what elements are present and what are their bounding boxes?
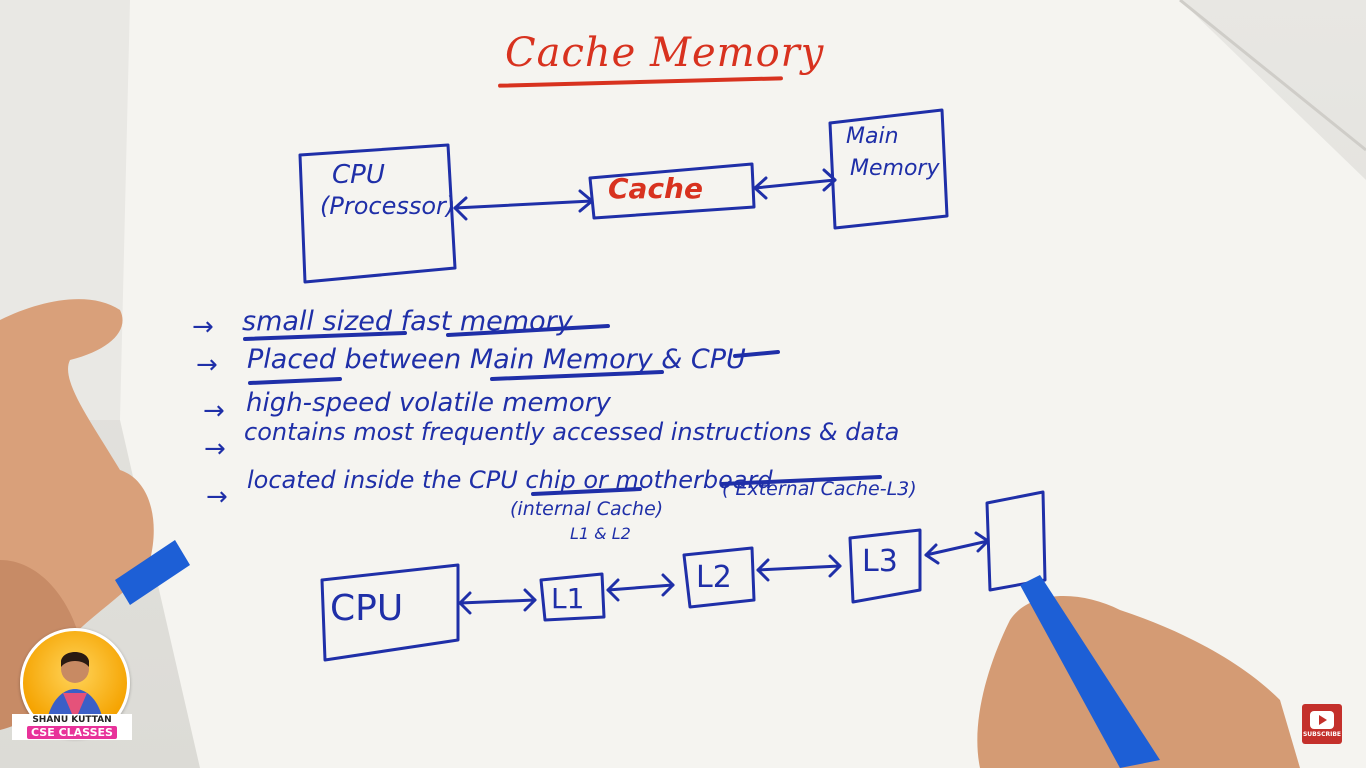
bullet-arrow-4: → xyxy=(204,434,226,464)
memory-label: Memory xyxy=(850,156,940,181)
bullet-arrow-5: → xyxy=(206,482,228,512)
cpu-l1-arrow xyxy=(458,598,537,605)
bullet-2: Placed between Main Memory & CPU xyxy=(247,344,746,375)
underline-small-sized xyxy=(243,331,407,341)
cpu-cache-arrow xyxy=(453,199,594,210)
underline-motherboard xyxy=(720,475,882,486)
memory-bottom-box xyxy=(985,490,1047,592)
l3-label: L3 xyxy=(862,544,898,579)
l2-label: L2 xyxy=(696,560,732,595)
bullet-arrow-1: → xyxy=(192,312,214,342)
underline-main-memory xyxy=(490,370,664,381)
cpu-label: CPU xyxy=(332,160,385,190)
bullet-1: small sized fast memory xyxy=(242,306,573,337)
l2-l3-arrow xyxy=(756,564,842,572)
internal-cache-note: (internal Cache) xyxy=(510,498,664,520)
l1-label: L1 xyxy=(551,582,585,615)
right-marker xyxy=(1020,575,1160,768)
cache-box xyxy=(588,162,756,220)
l1-l2-note: L1 & L2 xyxy=(570,524,631,543)
underline-cpu xyxy=(733,350,780,358)
external-cache-note: ( External Cache-L3) xyxy=(722,478,917,500)
underline-fast-memory xyxy=(446,324,610,337)
bullet-arrow-2: → xyxy=(196,350,218,380)
bullet-5: located inside the CPU chip or motherboa… xyxy=(247,466,773,494)
subscribe-label: SUBSCRIBE xyxy=(1302,730,1341,738)
l1-l2-arrow xyxy=(606,583,675,592)
channel-brand: CSE CLASSES xyxy=(27,726,117,739)
main-memory-box xyxy=(828,108,949,230)
cache-main-arrow xyxy=(753,178,837,190)
page-title: Cache Memory xyxy=(505,30,825,76)
main-label: Main xyxy=(846,124,899,149)
cpu-processor-box xyxy=(298,143,457,284)
bullet-3: high-speed volatile memory xyxy=(246,388,611,418)
paper-sheet xyxy=(120,0,1366,768)
cache-label: Cache xyxy=(608,172,703,205)
l3-box xyxy=(848,528,922,604)
bullet-4: contains most frequently accessed instru… xyxy=(244,418,900,446)
youtube-play-icon xyxy=(1310,710,1334,729)
left-marker xyxy=(115,540,190,605)
underline-cpu-chip xyxy=(531,487,642,496)
l3-memory-arrow xyxy=(924,539,990,557)
processor-label: (Processor) xyxy=(320,192,456,220)
presenter-name: SHANU KUTTAN xyxy=(12,714,132,726)
channel-logo: SHANU KUTTAN CSE CLASSES xyxy=(12,628,132,740)
bullet-arrow-3: → xyxy=(203,396,225,426)
cpu-bottom-label: CPU xyxy=(330,588,404,629)
l2-box xyxy=(682,546,756,609)
subscribe-button[interactable]: SUBSCRIBE xyxy=(1302,704,1342,744)
cpu-bottom-box xyxy=(320,563,460,662)
underline-placed xyxy=(248,377,342,385)
l1-box xyxy=(539,572,606,622)
